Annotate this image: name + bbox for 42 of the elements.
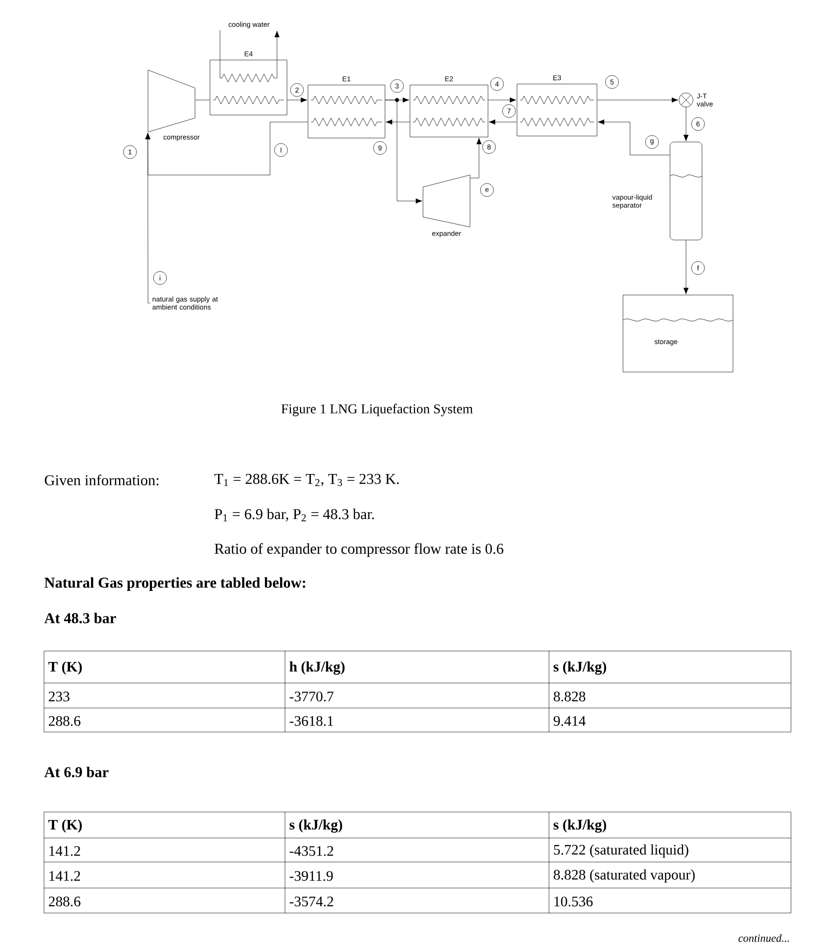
pipe-arrow <box>683 107 689 142</box>
table-value: 10.536 <box>554 896 593 906</box>
table-value: 233 <box>48 692 70 702</box>
heading: At 6.9 bar <box>44 766 108 778</box>
pipe-arrow <box>274 30 280 60</box>
pipe-arrow <box>385 100 422 204</box>
pipe-arrow <box>597 97 678 103</box>
pipe-arrow <box>470 138 482 178</box>
table-heading: s (kJ/kg) <box>554 661 606 675</box>
given-text: Ratio of expander to compressor flow rate is 0.6 <box>214 543 504 557</box>
table-value: 141.2 <box>49 871 80 881</box>
heading: Natural Gas properties are tabled below: <box>44 577 306 591</box>
table-value: 9.414 <box>554 716 586 726</box>
pipe-arrow <box>683 240 689 294</box>
table-heading: s (kJ/kg) <box>554 819 606 833</box>
heading: At 48.3 bar <box>44 612 116 624</box>
table-value: -3618.1 <box>290 716 334 726</box>
table-heading: h (kJ/kg) <box>290 661 345 675</box>
table-value: -3911.9 <box>290 871 333 881</box>
pipe-arrow <box>386 119 410 125</box>
figure-caption: Figure 1 LNG Liquefaction System <box>281 404 473 416</box>
pipe-arrow <box>488 119 517 125</box>
pipe-arrow <box>598 119 670 156</box>
table-heading: T (K) <box>48 661 82 675</box>
table-value: 288.6 <box>48 716 80 726</box>
given-text: T$_{1}$ = 288.6K = T$_{2}$, T$_{3}$ = 233 K. <box>214 474 399 486</box>
table-heading: T (K) <box>48 819 82 833</box>
table-value: 8.828 <box>554 692 586 702</box>
table-value: -3770.7 <box>290 692 334 702</box>
pipe-arrow <box>145 122 308 176</box>
table-value: 141.2 <box>49 846 80 856</box>
table-value: -4351.2 <box>290 846 334 856</box>
table-value: -3574.2 <box>290 896 334 906</box>
table-value: 8.828 (saturated vapour) <box>554 869 695 883</box>
pipe-arrow <box>287 97 308 103</box>
table-heading: s (kJ/kg) <box>290 819 342 833</box>
given-text: P$_{1}$ = 6.9 bar, P$_{2}$ = 48.3 bar. <box>214 508 374 522</box>
table-value: 288.6 <box>48 896 80 906</box>
given-text: Given information: <box>44 474 158 486</box>
table-value: 5.722 (saturated liquid) <box>554 844 688 858</box>
continued-note: continued... <box>738 934 789 942</box>
pipe-arrow <box>488 97 516 103</box>
